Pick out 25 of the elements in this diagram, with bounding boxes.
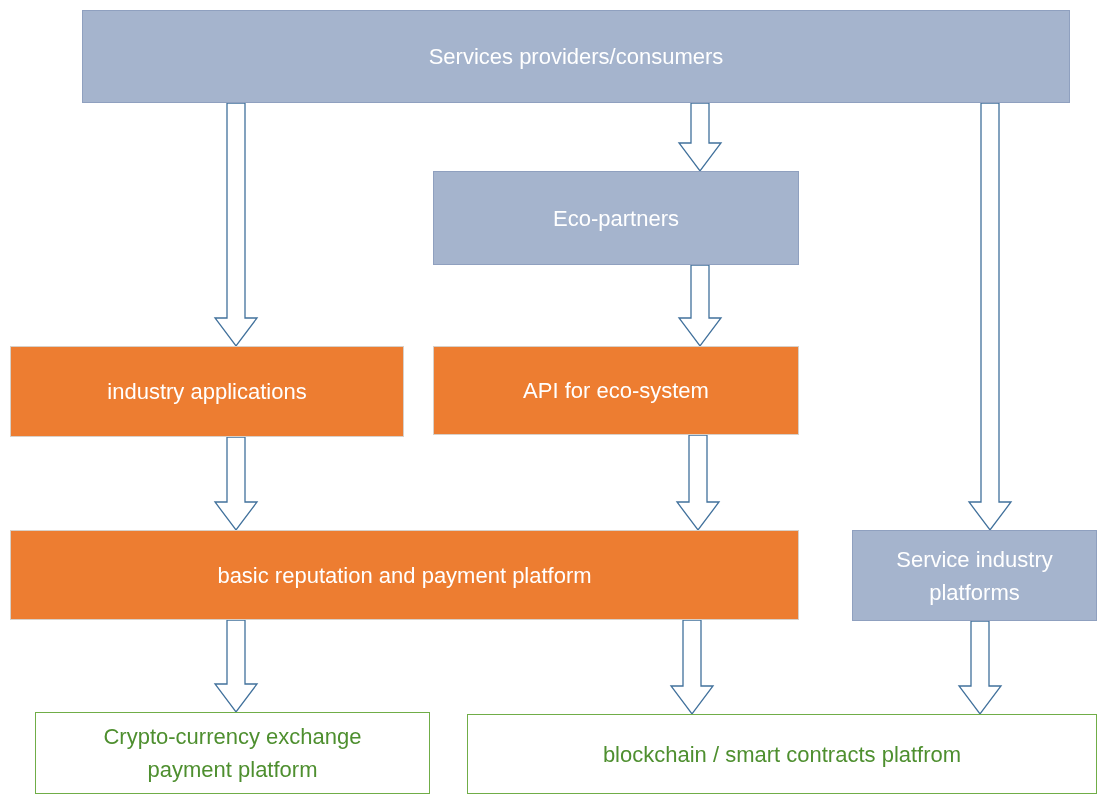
block-arrow (675, 434, 721, 532)
platform-box (35, 712, 430, 794)
box-label: basic reputation and payment platform (217, 561, 592, 590)
box-label: Services providers/consumers (428, 43, 724, 71)
block-arrow (677, 264, 723, 348)
block-arrow (677, 102, 723, 173)
process-box (433, 346, 799, 435)
box-label: API for eco-system (523, 377, 709, 405)
block-arrow (213, 619, 259, 714)
process-box (10, 530, 799, 620)
block-arrow (213, 436, 259, 532)
box-label: industry applications (107, 378, 307, 406)
process-box (433, 171, 799, 265)
box-label: Eco-partners (553, 204, 679, 233)
process-box (82, 10, 1070, 103)
box-label: Crypto-currency exchange payment platform (102, 723, 363, 784)
platform-box (467, 714, 1097, 794)
block-arrow (967, 102, 1013, 532)
process-box (10, 346, 404, 437)
block-arrow (957, 620, 1003, 716)
box-label: Service industry platforms (895, 545, 1054, 607)
block-arrow (213, 102, 259, 348)
box-label: blockchain / smart contracts platfrom (602, 740, 962, 769)
process-box (852, 530, 1097, 621)
block-arrow (669, 619, 715, 716)
